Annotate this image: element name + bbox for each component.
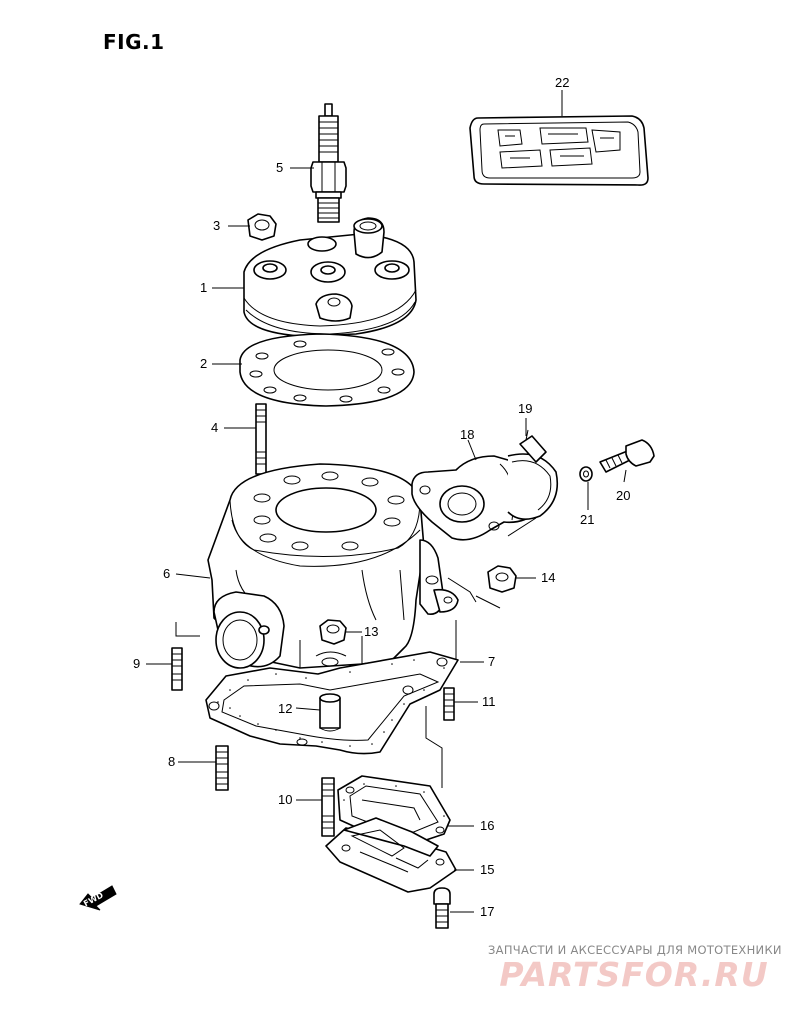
callout-4: 4: [211, 420, 219, 435]
callout-6: 6: [163, 566, 171, 581]
part-13-nut[interactable]: [319, 619, 347, 645]
part-5-spark-plug[interactable]: [310, 103, 347, 223]
callout-7: 7: [488, 654, 496, 669]
callout-12: 12: [278, 701, 293, 716]
part-9-stud[interactable]: [171, 647, 183, 691]
part-6-cylinder[interactable]: [207, 463, 459, 669]
callout-8: 8: [168, 754, 176, 769]
part-21-washer[interactable]: [579, 466, 593, 482]
callout-5: 5: [276, 160, 284, 175]
leader-lines: [146, 90, 627, 913]
part-3-nut[interactable]: [247, 213, 277, 241]
callout-15: 15: [480, 862, 495, 877]
part-22-decal[interactable]: [469, 115, 649, 186]
callout-18: 18: [460, 427, 475, 442]
part-8-stud[interactable]: [215, 745, 229, 791]
part-1-cylinder-head[interactable]: [243, 217, 417, 337]
part-17-bolt[interactable]: [433, 887, 451, 929]
callout-21: 21: [580, 512, 595, 527]
part-4-stud[interactable]: [255, 403, 267, 475]
part-12-dowel-pin[interactable]: [319, 693, 341, 732]
callout-1: 1: [200, 280, 208, 295]
callout-16: 16: [480, 818, 495, 833]
watermark-brand[interactable]: PARTSFOR.RU: [499, 955, 769, 994]
callout-22: 22: [555, 75, 570, 90]
part-15-reed-valve[interactable]: [325, 817, 457, 893]
watermark-subtitle: ЗАПЧАСТИ И АКСЕССУАРЫ ДЛЯ МОТОТЕХНИКИ: [488, 943, 782, 957]
figure-title: FIG.1: [103, 30, 165, 54]
part-20-bolt[interactable]: [599, 439, 655, 473]
part-11-stud[interactable]: [443, 687, 455, 721]
callout-11: 11: [482, 694, 496, 709]
part-19-clamp[interactable]: [507, 429, 559, 520]
callout-2: 2: [200, 356, 208, 371]
callout-9: 9: [133, 656, 141, 671]
callout-20: 20: [616, 488, 631, 503]
callout-19: 19: [518, 401, 533, 416]
callout-10: 10: [278, 792, 293, 807]
callout-14: 14: [541, 570, 556, 585]
part-10-stud[interactable]: [321, 777, 335, 837]
callout-3: 3: [213, 218, 221, 233]
fwd-arrow-icon: [79, 885, 117, 911]
part-14-nut[interactable]: [487, 565, 517, 593]
part-2-head-gasket[interactable]: [239, 333, 415, 407]
callout-17: 17: [480, 904, 495, 919]
callout-13: 13: [364, 624, 379, 639]
